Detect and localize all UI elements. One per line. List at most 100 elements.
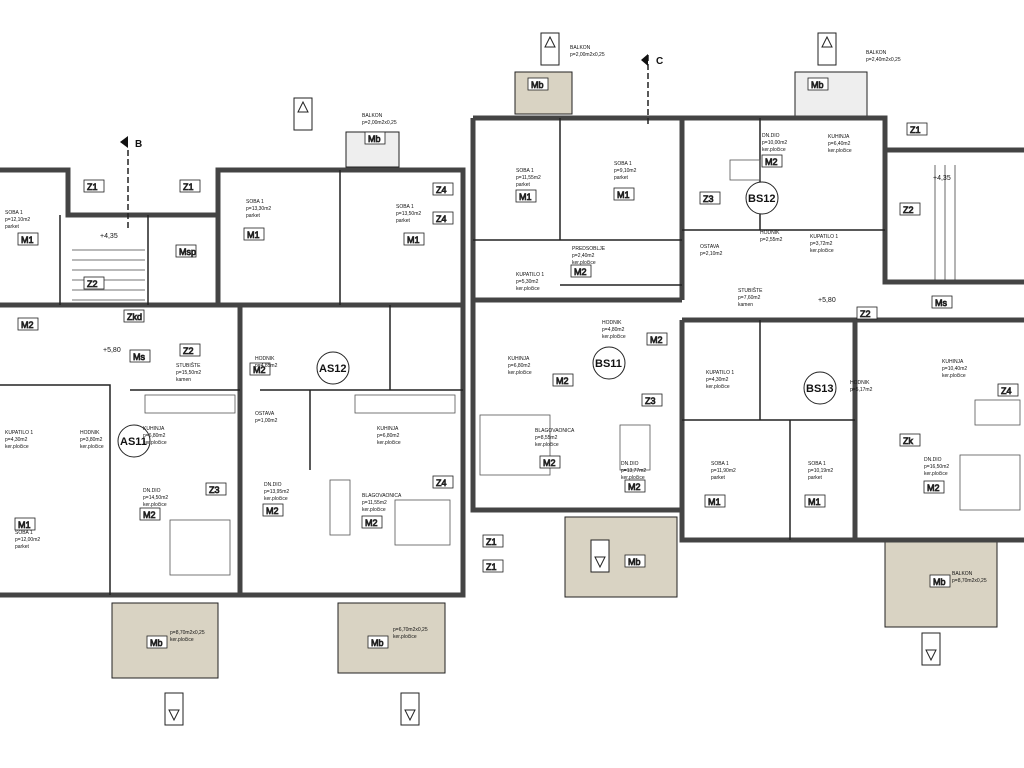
room-name: BLAGOVAONICA bbox=[535, 428, 575, 434]
room-floor: parket bbox=[516, 182, 531, 188]
room-name: KUPATILO 1 bbox=[5, 430, 33, 436]
tag-z1: Z1 bbox=[910, 125, 921, 135]
room-floor: ker.pločice bbox=[264, 496, 288, 502]
room-area: p=3,72m2 bbox=[810, 241, 833, 247]
tag-m1: M1 bbox=[708, 497, 721, 507]
apartment-markers: AS11 AS12 BS11 BS12 BS13 bbox=[117, 181, 837, 458]
room-floor: ker.pločice bbox=[762, 147, 786, 153]
room-name: HODNIK bbox=[80, 430, 100, 436]
room-area: p=9,10m2 bbox=[614, 168, 637, 174]
room-area: p=4,85m2 bbox=[255, 363, 278, 369]
room-area: p=2,55m2 bbox=[760, 237, 783, 243]
room-name: BALKON bbox=[866, 50, 887, 56]
room-area: p=13,77m2 bbox=[621, 468, 646, 474]
room-floor: ker.pločice bbox=[393, 634, 417, 640]
room-area: p=13,95m2 bbox=[264, 489, 289, 495]
tag-z4: Z4 bbox=[436, 214, 447, 224]
balcony-top-2 bbox=[794, 71, 868, 118]
section-c: C bbox=[641, 54, 663, 125]
tag-m1: M1 bbox=[247, 230, 260, 240]
room-name: DN.DIO bbox=[924, 457, 942, 463]
arrow-down-icon bbox=[921, 632, 941, 666]
level-label: +4,35 bbox=[933, 175, 951, 182]
room-area: p=2,40m2x0,25 bbox=[866, 57, 901, 63]
balcony-bs11 bbox=[564, 516, 678, 598]
room-floor: parket bbox=[808, 475, 823, 481]
room-floor: ker.pločice bbox=[942, 373, 966, 379]
room-area: p=1,00m2 bbox=[255, 418, 278, 424]
walls bbox=[0, 115, 1024, 598]
room-floor: ker.pločice bbox=[924, 471, 948, 477]
section-b-label: B bbox=[135, 139, 142, 150]
room-area: p=2,00m2x0,25 bbox=[362, 120, 397, 126]
room-area: p=8,70m2x0,25 bbox=[952, 578, 987, 584]
tag-z2: Z2 bbox=[183, 346, 194, 356]
room-area: p=2,10m2 bbox=[700, 251, 723, 257]
room-area: p=10,40m2 bbox=[942, 366, 967, 372]
arrows bbox=[164, 32, 941, 726]
section-b: B bbox=[120, 136, 142, 230]
room-floor: ker.pločice bbox=[516, 286, 540, 292]
room-floor: parket bbox=[15, 544, 30, 550]
room-area: p=16,50m2 bbox=[924, 464, 949, 470]
tag-z1: Z1 bbox=[183, 182, 194, 192]
tag-z2: Z2 bbox=[87, 279, 98, 289]
room-floor: ker.pločice bbox=[377, 440, 401, 446]
room-floor: ker.pločice bbox=[621, 475, 645, 481]
arrow-down-icon bbox=[164, 692, 184, 726]
tag-m2: M2 bbox=[650, 335, 663, 345]
tag-m1: M1 bbox=[21, 235, 34, 245]
room-name: DN.DIO bbox=[264, 482, 282, 488]
room-floor: ker.pločice bbox=[706, 384, 730, 390]
room-labels: SOBA 1 p=12,10m2 parket SOBA 1 p=13,30m2… bbox=[5, 45, 987, 643]
room-floor: ker.pločice bbox=[602, 334, 626, 340]
room-name: BALKON bbox=[362, 113, 383, 119]
section-c-label: C bbox=[656, 56, 663, 67]
tag-zkd: Zkd bbox=[127, 312, 142, 322]
room-area: p=4,30m2 bbox=[706, 377, 729, 383]
tag-msp: Msp bbox=[179, 247, 196, 257]
room-name: STUBIŠTE bbox=[738, 287, 763, 294]
arrow-up-icon bbox=[817, 32, 837, 66]
tag-m2: M2 bbox=[628, 482, 641, 492]
room-area: p=6,70m2x0,25 bbox=[393, 627, 428, 633]
level-label: +5,80 bbox=[103, 347, 121, 354]
tag-z2: Z2 bbox=[903, 205, 914, 215]
room-floor: ker.pločice bbox=[80, 444, 104, 450]
room-area: p=6,80m2 bbox=[508, 363, 531, 369]
tag-m2: M2 bbox=[765, 157, 778, 167]
room-name: DN.DIO bbox=[762, 133, 780, 139]
tag-z3: Z3 bbox=[209, 485, 220, 495]
room-name: STUBIŠTE bbox=[176, 362, 201, 369]
room-area: p=6,80m2 bbox=[377, 433, 400, 439]
room-area: p=14,50m2 bbox=[143, 495, 168, 501]
room-name: DN.DIO bbox=[621, 461, 639, 467]
tag-m1: M1 bbox=[808, 497, 821, 507]
room-area: p=4,80m2 bbox=[602, 327, 625, 333]
room-name: SOBA 1 bbox=[516, 168, 534, 174]
room-floor: ker.pločice bbox=[143, 440, 167, 446]
tag-z4: Z4 bbox=[436, 185, 447, 195]
room-name: HODNIK bbox=[850, 380, 870, 386]
room-area: p=6,40m2 bbox=[828, 141, 851, 147]
room-name: BLAGOVAONICA bbox=[362, 493, 402, 499]
arrow-down-icon bbox=[590, 539, 610, 573]
room-area: p=13,50m2 bbox=[396, 211, 421, 217]
tag-z3: Z3 bbox=[645, 396, 656, 406]
tag-z2: Z2 bbox=[860, 309, 871, 319]
apartment-as11: AS11 bbox=[120, 436, 147, 448]
room-area: p=11,55m2 bbox=[516, 175, 541, 181]
room-name: HODNIK bbox=[602, 320, 622, 326]
room-floor: ker.pločice bbox=[535, 442, 559, 448]
room-name: SOBA 1 bbox=[711, 461, 729, 467]
tag-z1: Z1 bbox=[486, 562, 497, 572]
room-floor: parket bbox=[614, 175, 629, 181]
room-floor: parket bbox=[711, 475, 726, 481]
level-label: +4,35 bbox=[100, 233, 118, 240]
tag-m1: M1 bbox=[519, 192, 532, 202]
room-name: SOBA 1 bbox=[396, 204, 414, 210]
room-area: p=8,70m2x0,25 bbox=[170, 630, 205, 636]
tag-mb: Mb bbox=[150, 638, 163, 648]
balconies bbox=[111, 71, 998, 679]
